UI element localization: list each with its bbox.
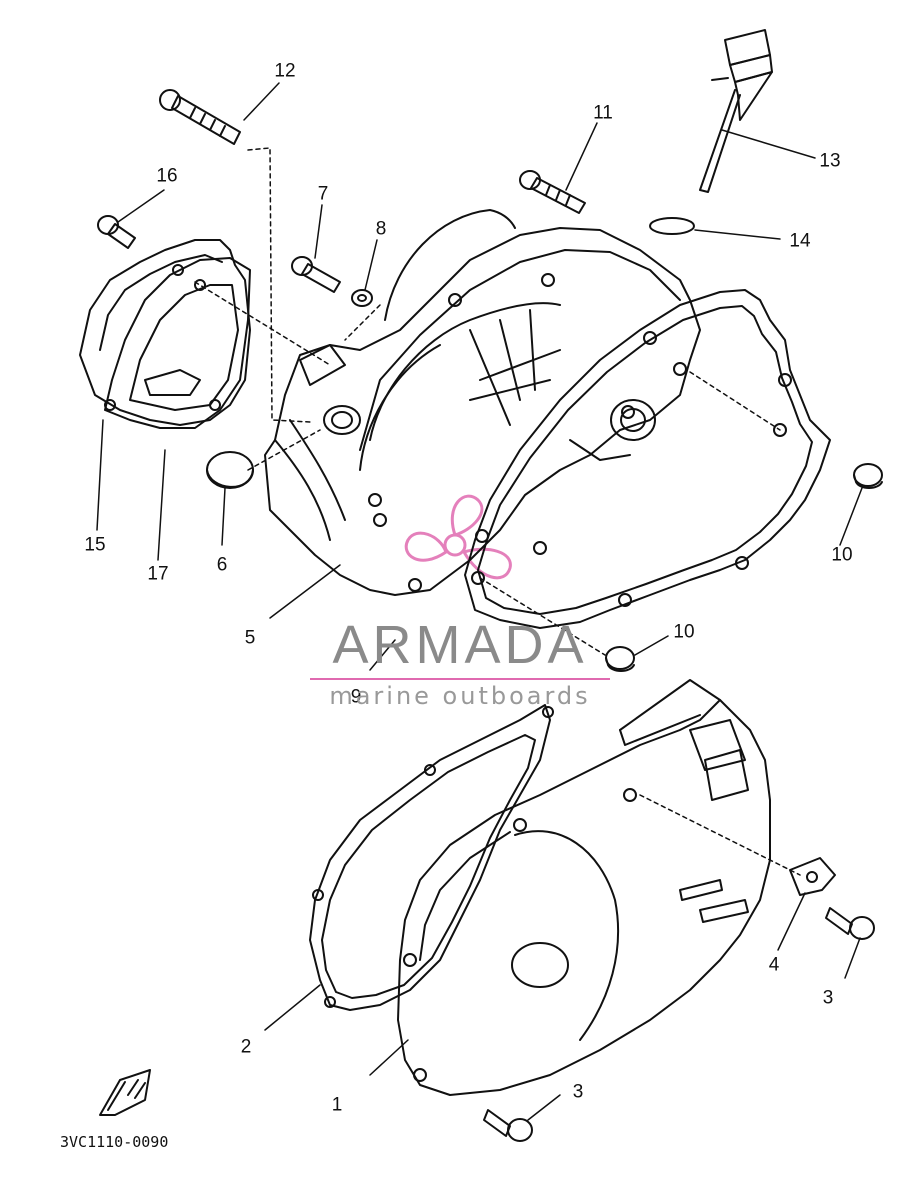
small-cover-gasket xyxy=(104,257,251,429)
callout-6: 6 xyxy=(216,554,228,576)
callout-2: 2 xyxy=(240,1036,252,1058)
screw-3-bottom xyxy=(483,1109,533,1142)
crankcase-cover xyxy=(264,209,701,596)
watermark-brand: ARMADA xyxy=(332,615,588,675)
dowel-10-right xyxy=(853,463,883,489)
watermark-divider xyxy=(310,678,610,680)
callout-3-right: 3 xyxy=(822,987,834,1009)
callout-17: 17 xyxy=(147,563,169,585)
callout-8: 8 xyxy=(375,218,387,240)
plug xyxy=(206,451,254,489)
callout-3-bottom: 3 xyxy=(572,1081,584,1103)
watermark: ARMADA marine outboards xyxy=(300,618,620,708)
clamp xyxy=(789,857,836,896)
callout-10-lower: 10 xyxy=(673,621,695,643)
callout-11: 11 xyxy=(593,102,613,124)
screw-3-right xyxy=(825,907,875,940)
lower-gasket xyxy=(309,704,554,1011)
bolt-16 xyxy=(97,215,136,249)
watermark-propeller-icon xyxy=(404,494,512,580)
callout-1: 1 xyxy=(331,1094,343,1116)
callout-10-right: 10 xyxy=(831,544,853,566)
leader-lines xyxy=(96,82,863,1121)
watermark-tagline: marine outboards xyxy=(329,682,591,710)
bolt-7 xyxy=(291,256,341,293)
callout-15: 15 xyxy=(84,534,106,556)
callout-12: 12 xyxy=(274,60,296,82)
callout-9: 9 xyxy=(350,686,362,708)
diagram-code: 3VC1110-0090 xyxy=(60,1133,169,1151)
callout-7: 7 xyxy=(317,183,329,205)
generator-cover xyxy=(397,679,771,1096)
crankcase-gasket xyxy=(464,289,831,629)
bolt-11 xyxy=(519,170,586,214)
dowel-10-lower xyxy=(605,646,635,672)
callout-16: 16 xyxy=(156,165,178,187)
washer-8 xyxy=(351,289,373,307)
callout-5: 5 xyxy=(244,627,256,649)
o-ring xyxy=(649,217,695,235)
dipstick xyxy=(699,29,773,193)
callout-13: 13 xyxy=(819,150,841,172)
callout-4: 4 xyxy=(768,954,780,976)
front-arrow-icon xyxy=(99,1069,151,1116)
small-cover xyxy=(79,239,251,426)
callout-14: 14 xyxy=(789,230,811,252)
bolt-12 xyxy=(159,89,241,145)
